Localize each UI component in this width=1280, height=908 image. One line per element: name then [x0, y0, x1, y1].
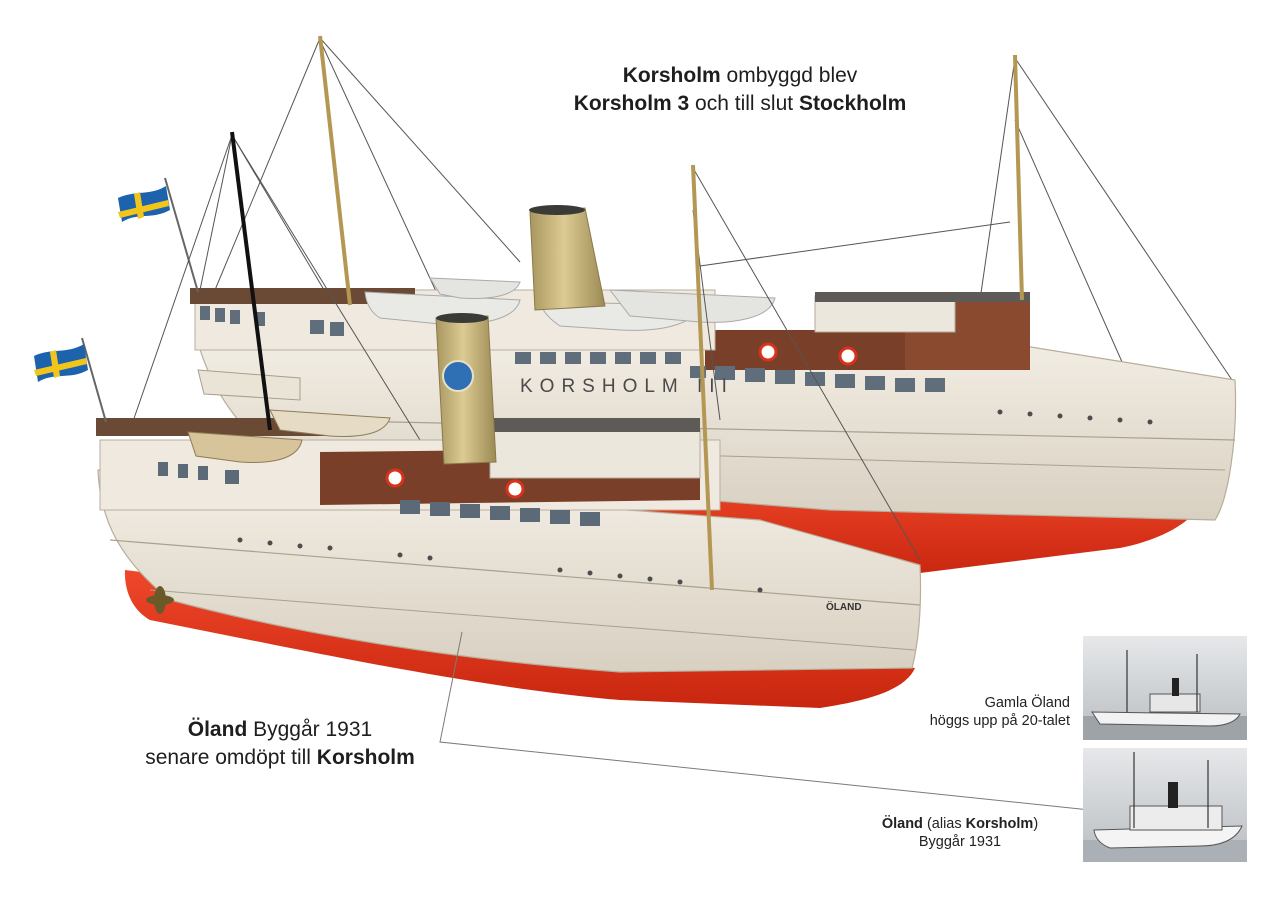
photo-oland-korsholm: [1083, 748, 1247, 862]
ship-oland: ÖLAND: [34, 131, 922, 708]
photo-gamla-oland: [1083, 636, 1247, 740]
life-ring-icon: [758, 342, 778, 362]
propeller-icon: [146, 586, 174, 614]
mast-fore-front: [691, 164, 714, 591]
top-caption-bold-1: Korsholm: [622, 64, 721, 87]
bottom-caption-bold-2: Korsholm: [316, 746, 415, 769]
funnel-back: [529, 205, 606, 311]
mast-aft-front: [230, 131, 272, 431]
bottom-caption-text-1: Byggår 1931: [247, 718, 373, 741]
top-caption-bold-2: Korsholm 3: [573, 92, 690, 115]
funnel-front: [435, 313, 497, 465]
bottom-caption-bold-1: Öland: [187, 718, 248, 741]
photo2-caption-bold-1: Öland: [881, 816, 923, 832]
leader-line: [439, 631, 1129, 815]
photo2-caption-text-1: (alias: [922, 816, 966, 832]
photo1-caption-line2: höggs upp på 20-talet: [929, 713, 1070, 729]
bottom-caption: Öland Byggår 1931 senare omdöpt till Kor…: [100, 716, 460, 772]
hull-white-front: [97, 469, 922, 673]
dinghy: [187, 431, 303, 463]
photo2-caption-text-2: ): [1033, 816, 1039, 832]
life-ring-icon: [385, 468, 405, 488]
photo2-caption-line2: Byggår 1931: [918, 834, 1002, 850]
life-ring-icon: [505, 479, 525, 499]
mast-aft-back: [318, 35, 352, 306]
rigging-front: [129, 134, 921, 561]
bottom-caption-text-2: senare omdöpt till: [145, 746, 317, 769]
windows-front: [158, 462, 600, 526]
top-caption-text-2: och till slut: [689, 92, 799, 115]
top-caption-text-1: ombyggd blev: [720, 64, 858, 87]
top-caption: Korsholm ombyggd blev Korsholm 3 och til…: [500, 62, 980, 118]
photo1-caption-line1: Gamla Öland: [984, 695, 1070, 711]
photo2-caption-bold-2: Korsholm: [965, 816, 1034, 832]
photo1-caption: Gamla Öland höggs upp på 20-talet: [860, 694, 1070, 730]
bow-name-oland: ÖLAND: [826, 600, 862, 613]
photo2-caption: Öland (alias Korsholm) Byggår 1931: [840, 815, 1080, 851]
swedish-flag-icon: [34, 344, 88, 382]
swedish-flag-icon: [118, 186, 170, 222]
mast-fore-back: [1013, 54, 1024, 301]
life-ring-icon: [838, 346, 858, 366]
rigging-back: [199, 37, 1233, 381]
funnel-emblem-icon: [442, 360, 474, 392]
hull-name-korsholm-iii: KORSHOLM III: [520, 376, 734, 397]
top-caption-bold-3: Stockholm: [798, 92, 907, 115]
